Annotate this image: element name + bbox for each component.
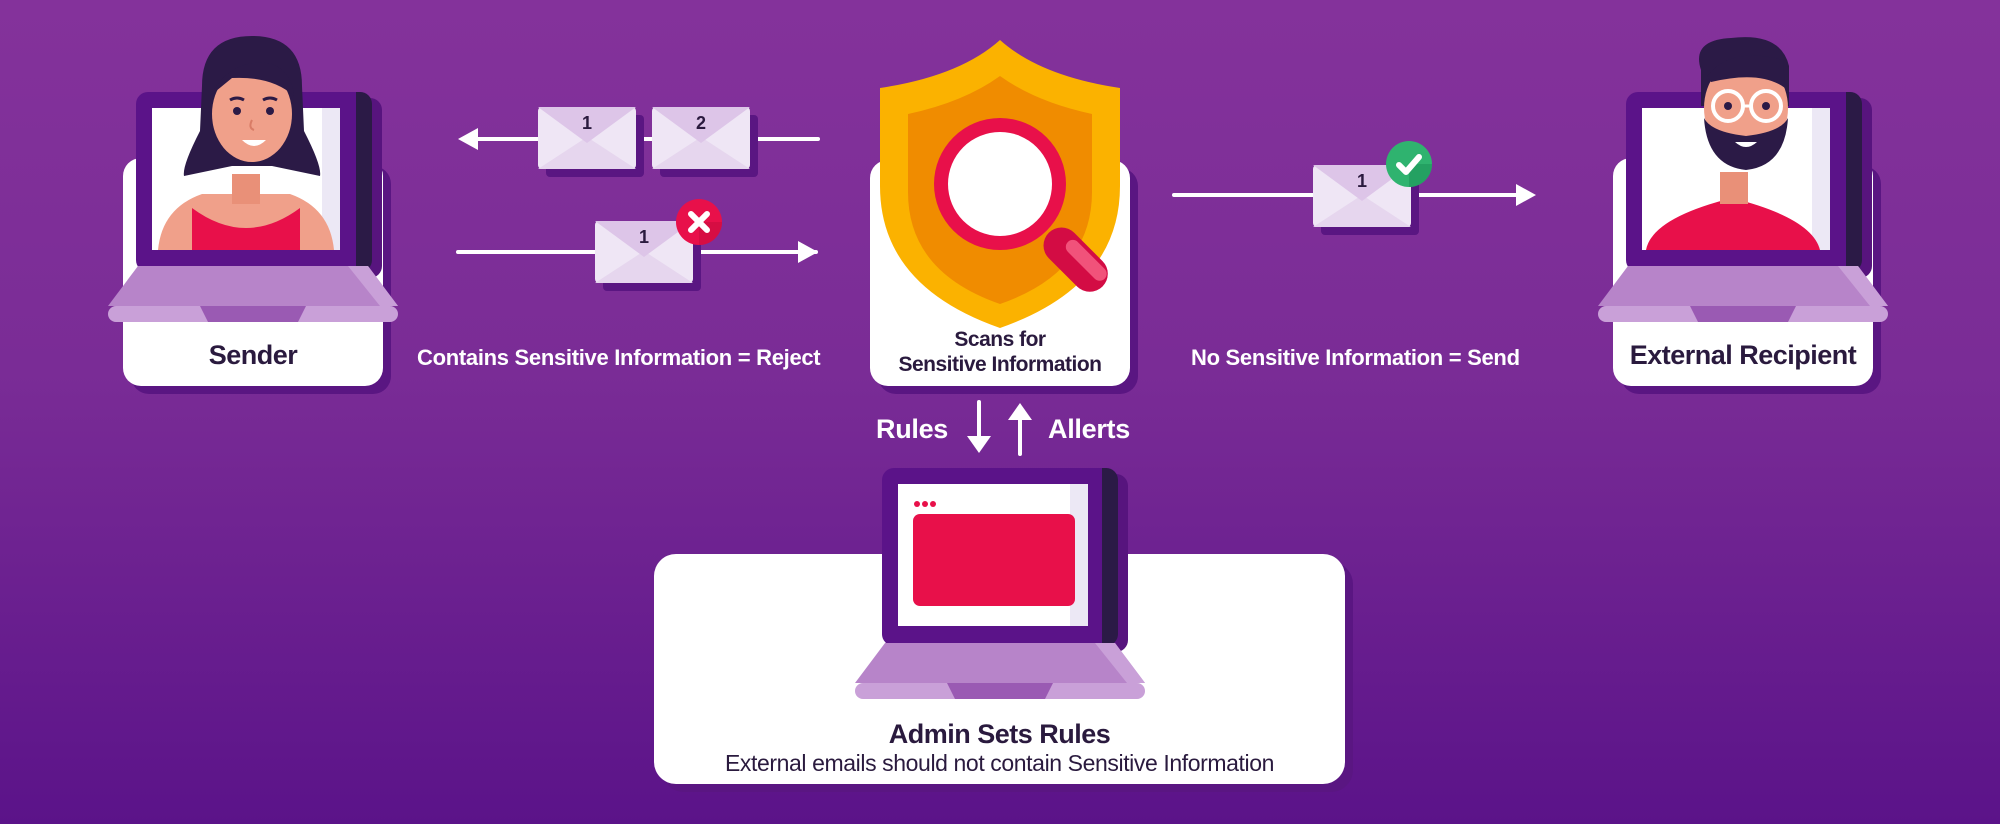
arrow-up-icon (1008, 403, 1032, 456)
return-arrow (458, 128, 820, 150)
approved-envelope: 1 (1313, 165, 1411, 227)
admin-dashboard-icon (913, 501, 1075, 606)
rejected-envelope: 1 (595, 221, 693, 283)
recipient-laptop-base (1598, 266, 1888, 322)
returned-envelope-1: 1 (538, 107, 636, 169)
arrow-down-icon (967, 400, 991, 453)
man-head-icon (1699, 37, 1789, 170)
rules-label: Rules (876, 414, 949, 444)
check-circle-icon (1386, 141, 1432, 187)
returned-envelope-2: 2 (652, 107, 750, 169)
send-flow-label: No Sensitive Information = Send (1191, 345, 1520, 370)
envelope-number: 1 (581, 113, 592, 133)
envelope-number: 1 (1356, 171, 1367, 191)
x-circle-icon (676, 199, 722, 245)
man-avatar-icon (1646, 172, 1820, 250)
alerts-label: Allerts (1048, 414, 1130, 444)
sender-label: Sender (208, 340, 298, 370)
reject-flow-label: Contains Sensitive Information = Reject (417, 345, 821, 370)
admin-laptop-base (855, 643, 1145, 699)
admin-laptop-screen (882, 468, 1118, 646)
woman-avatar-icon (158, 174, 334, 250)
woman-head-icon (183, 36, 321, 176)
envelope-number: 2 (695, 113, 706, 133)
envelope-number: 1 (638, 227, 649, 247)
scanner-label-line1: Scans for (954, 328, 1046, 351)
recipient-label: External Recipient (1629, 340, 1857, 370)
scanner-label-line2: Sensitive Information (898, 353, 1102, 376)
sender-laptop-screen (136, 92, 372, 272)
sender-laptop-base (108, 266, 398, 322)
shield-magnifier-icon (880, 40, 1120, 328)
admin-title: Admin Sets Rules (888, 719, 1111, 749)
admin-subtitle: External emails should not contain Sensi… (724, 750, 1275, 776)
